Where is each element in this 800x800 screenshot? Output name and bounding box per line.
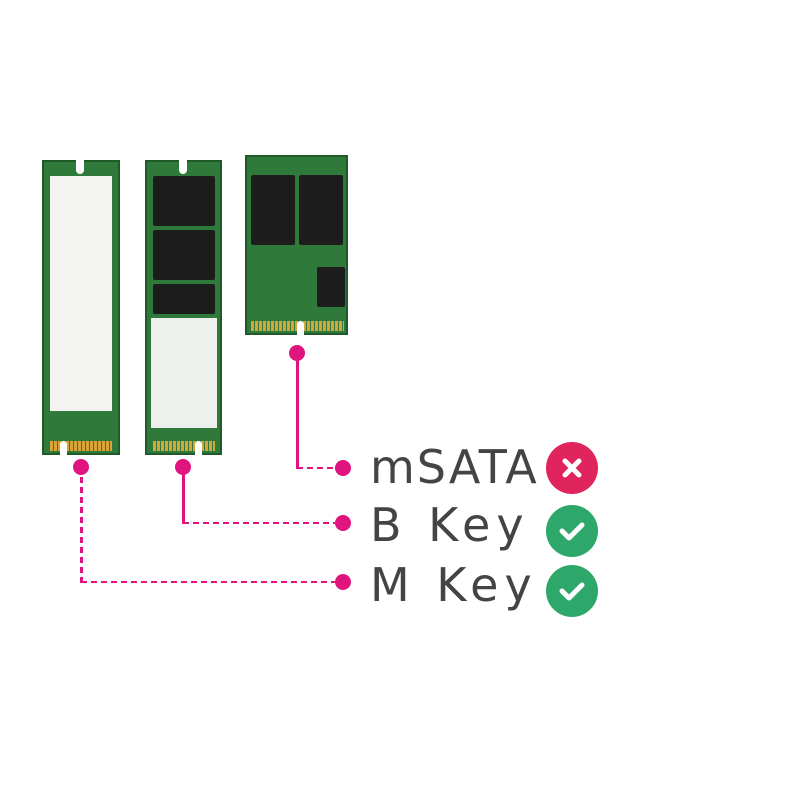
m2-b-key-ssd: [145, 160, 222, 455]
m2-m-key-ssd: [42, 160, 120, 455]
check-circle-icon: [546, 565, 598, 617]
b-key-label-dot: [335, 515, 351, 531]
msata-ssd: [245, 155, 348, 335]
msata-dash: [297, 467, 337, 469]
msata-label: mSATA: [370, 440, 539, 494]
m-key-dash: [81, 581, 337, 583]
msata-leader-line: [296, 353, 299, 469]
x-circle-icon: [546, 442, 598, 494]
m-key-label: M Key: [370, 558, 538, 612]
b-key-dash: [183, 522, 337, 524]
check-circle-icon: [546, 505, 598, 557]
m-key-leader-line: [80, 467, 83, 583]
b-key-label: B Key: [370, 498, 530, 552]
msata-label-dot: [335, 460, 351, 476]
b-key-leader-line: [182, 467, 185, 524]
m-key-label-dot: [335, 574, 351, 590]
